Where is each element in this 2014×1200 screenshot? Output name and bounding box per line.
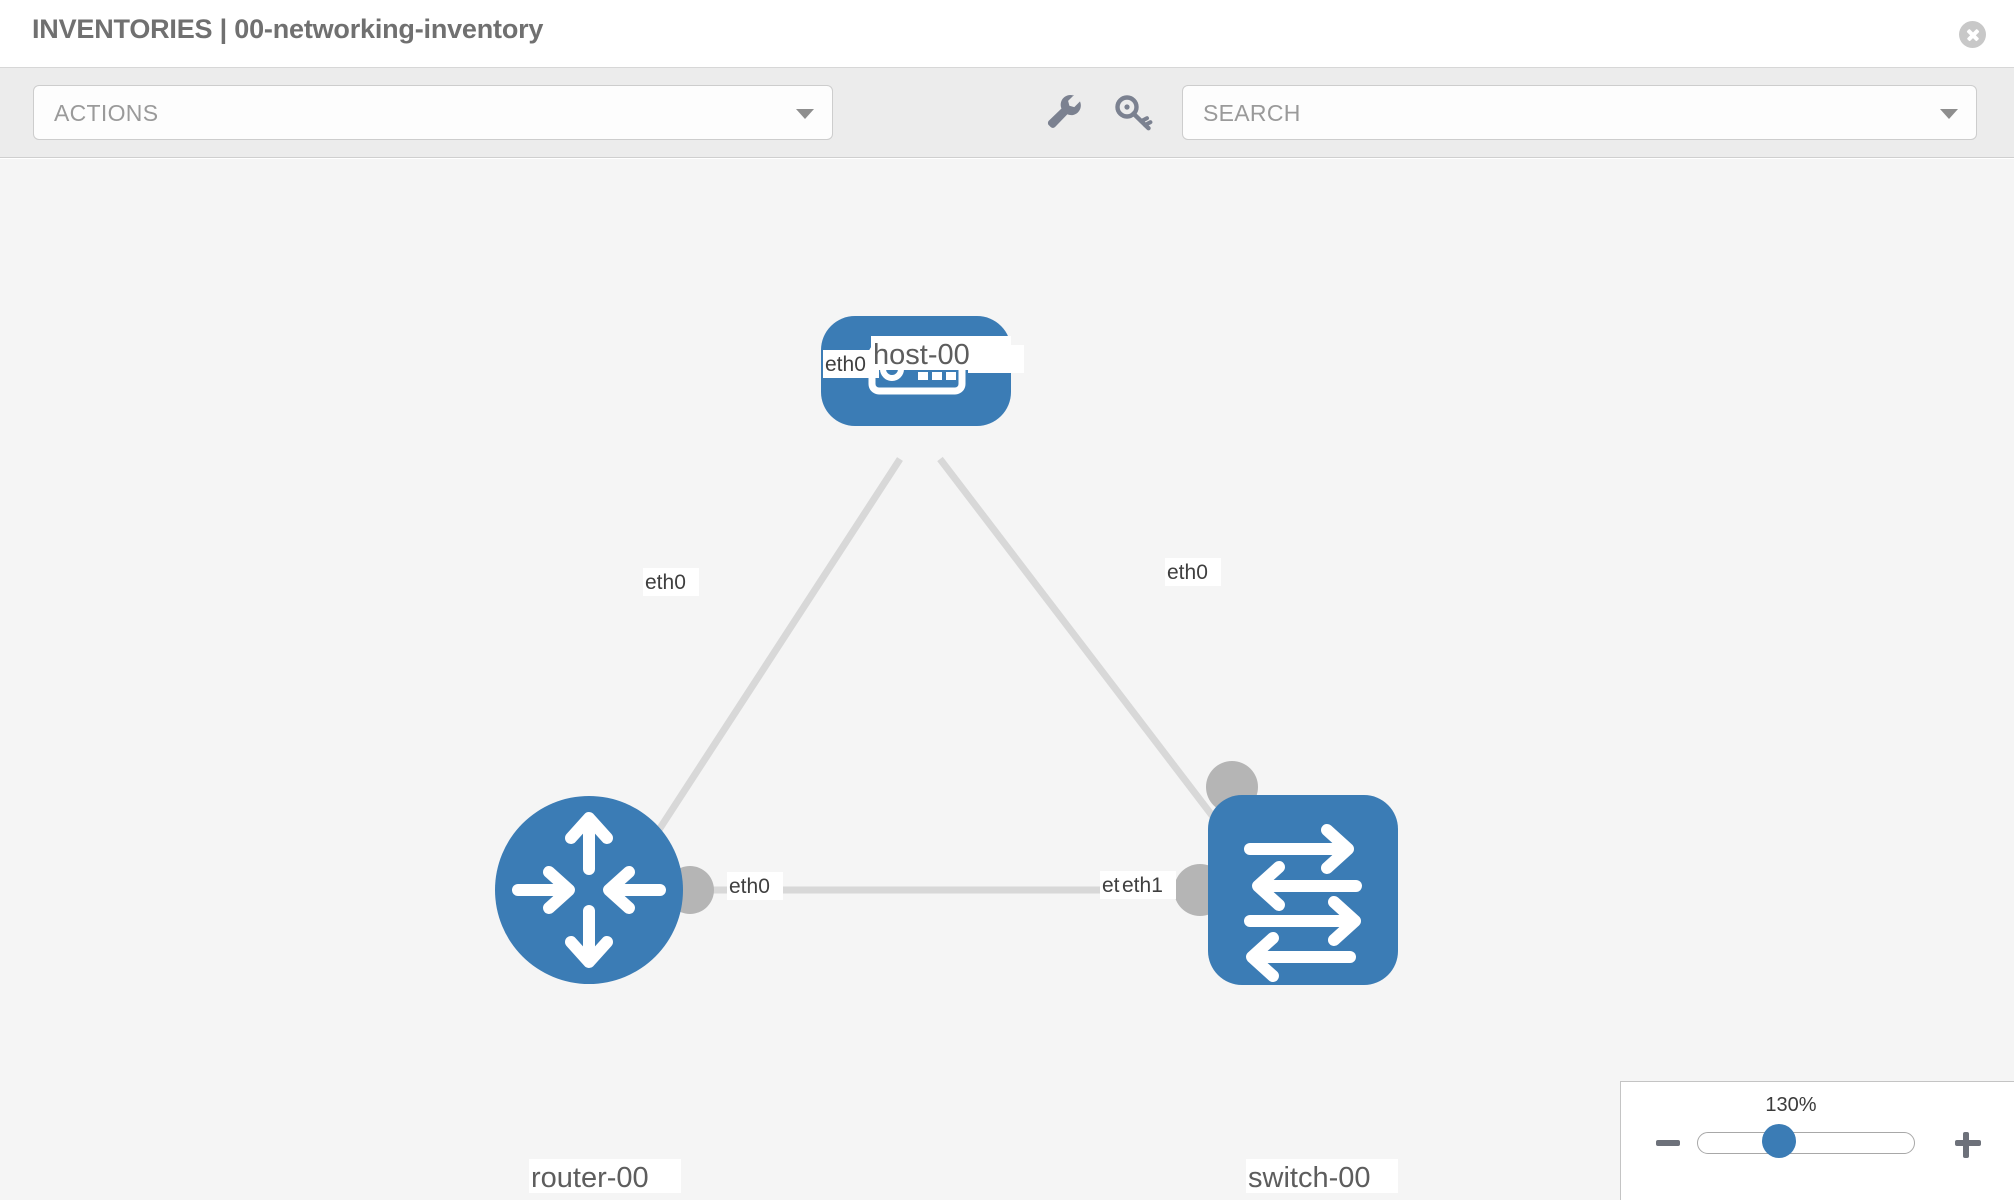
chevron-down-icon xyxy=(796,108,814,119)
port-label-text: eth0 xyxy=(729,875,770,898)
port-label-host-left: eth0 xyxy=(823,350,879,378)
page-header: INVENTORIES | 00-networking-inventory xyxy=(0,0,2014,68)
chevron-down-icon xyxy=(1940,108,1958,119)
topology-svg[interactable]: eth0 eth0 eth0 eth0 eth0 xyxy=(0,159,2014,1200)
link-host-router[interactable] xyxy=(637,457,903,861)
search-input[interactable]: SEARCH xyxy=(1203,100,1301,126)
node-label-switch-00: switch-00 xyxy=(1246,1159,1398,1194)
port-label-text: eth1 xyxy=(1122,874,1163,897)
topology-canvas[interactable]: eth0 eth0 eth0 eth0 eth0 xyxy=(0,159,2014,1200)
port-label-router-right: eth0 xyxy=(727,872,783,900)
close-icon[interactable] xyxy=(1959,21,1986,48)
port-label-text: eth0 xyxy=(825,353,866,376)
actions-dropdown-label: ACTIONS xyxy=(54,100,159,126)
port-label-text: eth0 xyxy=(645,571,686,594)
node-label-text: router-00 xyxy=(531,1162,649,1194)
actions-dropdown[interactable]: ACTIONS xyxy=(33,85,833,140)
zoom-level-label: 130% xyxy=(1765,1094,1817,1116)
zoom-out-button[interactable] xyxy=(1653,1128,1683,1158)
wrench-icon[interactable] xyxy=(1040,88,1088,136)
node-router-00[interactable] xyxy=(495,796,683,984)
node-label-host-00: host-00 xyxy=(871,336,1011,371)
page-title: INVENTORIES | 00-networking-inventory xyxy=(32,14,544,44)
port-label-router-up: eth0 xyxy=(643,568,699,596)
port-label-text: eth0 xyxy=(1167,561,1208,584)
topology-port-labels: eth0 eth0 eth0 eth0 eth0 xyxy=(643,345,1221,900)
zoom-in-button[interactable] xyxy=(1953,1128,1983,1158)
key-icon[interactable] xyxy=(1110,88,1158,136)
zoom-slider-track[interactable] xyxy=(1697,1132,1915,1154)
toolbar: ACTIONS SEARCH xyxy=(0,68,2014,158)
topology-node-labels: host-00 router-00 switch-00 xyxy=(529,336,1398,1194)
node-label-text: switch-00 xyxy=(1248,1162,1371,1194)
search-dropdown[interactable]: SEARCH xyxy=(1182,85,1977,140)
port-label-switch-left: eth1 xyxy=(1120,871,1176,899)
node-label-router-00: router-00 xyxy=(529,1159,681,1194)
port-label-switch-up: eth0 xyxy=(1165,558,1221,586)
link-host-switch[interactable] xyxy=(937,456,1233,842)
topology-links xyxy=(637,456,1233,894)
zoom-slider-thumb[interactable] xyxy=(1762,1124,1796,1158)
node-label-text: host-00 xyxy=(873,339,970,371)
zoom-control-panel: 130% xyxy=(1620,1081,2014,1200)
node-switch-00[interactable] xyxy=(1208,795,1398,985)
